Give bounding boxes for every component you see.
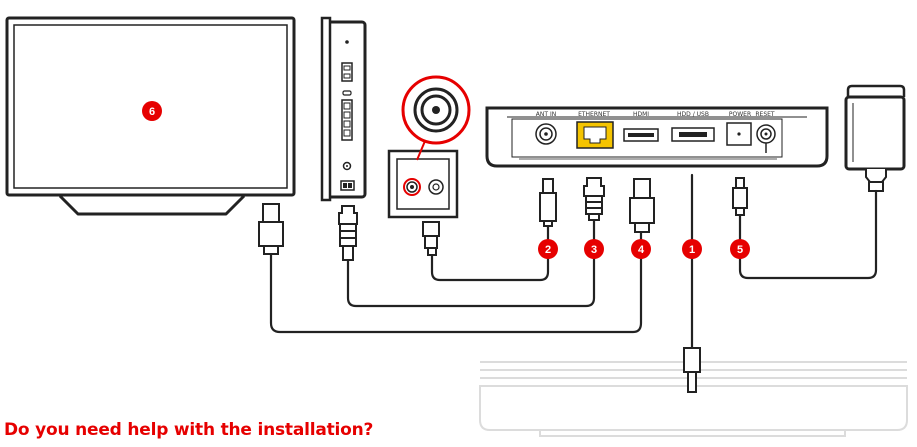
badge-power: 5 bbox=[730, 239, 750, 259]
power-adapter bbox=[844, 84, 906, 192]
antenna-plug-box bbox=[539, 178, 557, 227]
badge-hdmi-number: 4 bbox=[638, 244, 645, 256]
ethernet-plug-router bbox=[338, 205, 358, 261]
port-label-reset: RESET bbox=[755, 111, 775, 118]
port-label-hdd-usb: HDD / USB bbox=[677, 111, 709, 118]
usb-port bbox=[671, 127, 715, 142]
badge-ethernet: 3 bbox=[584, 239, 604, 259]
badge-hdmi: 4 bbox=[631, 239, 651, 259]
help-heading: Do you need help with the installation? bbox=[4, 420, 374, 440]
badge-usb-number: 1 bbox=[689, 244, 695, 256]
reset-button bbox=[756, 124, 776, 153]
port-label-hdmi: HDMI bbox=[633, 111, 649, 118]
wall-antenna-socket bbox=[387, 140, 459, 219]
badge-usb: 1 bbox=[682, 239, 702, 259]
hdmi-port bbox=[623, 128, 659, 142]
port-label-power: POWER bbox=[729, 111, 751, 118]
badge-tv: 6 bbox=[142, 101, 162, 121]
router-illustration bbox=[320, 16, 367, 202]
badge-antenna-number: 2 bbox=[545, 244, 551, 256]
port-label-ethernet: ETHERNET bbox=[578, 111, 610, 118]
antenna-plug-wall bbox=[422, 221, 440, 256]
badge-ethernet-number: 3 bbox=[591, 244, 597, 256]
badge-power-number: 5 bbox=[737, 244, 743, 256]
power-port bbox=[726, 122, 752, 146]
port-label-ant-in: ANT IN bbox=[536, 111, 556, 118]
ethernet-port bbox=[576, 121, 614, 149]
badge-antenna: 2 bbox=[538, 239, 558, 259]
cables bbox=[269, 173, 878, 350]
usb-plug-drive bbox=[683, 347, 701, 393]
antenna-zoom-callout bbox=[401, 75, 471, 145]
hdmi-plug-tv bbox=[258, 203, 284, 255]
set-top-box: ANT IN ETHERNET HDMI HDD / USB POWER RES… bbox=[485, 106, 829, 168]
ant-in-port bbox=[535, 123, 557, 145]
ethernet-plug-box bbox=[583, 177, 605, 221]
power-plug-box bbox=[732, 177, 748, 216]
hdmi-plug-box bbox=[629, 178, 655, 233]
badge-tv-number: 6 bbox=[149, 106, 155, 118]
